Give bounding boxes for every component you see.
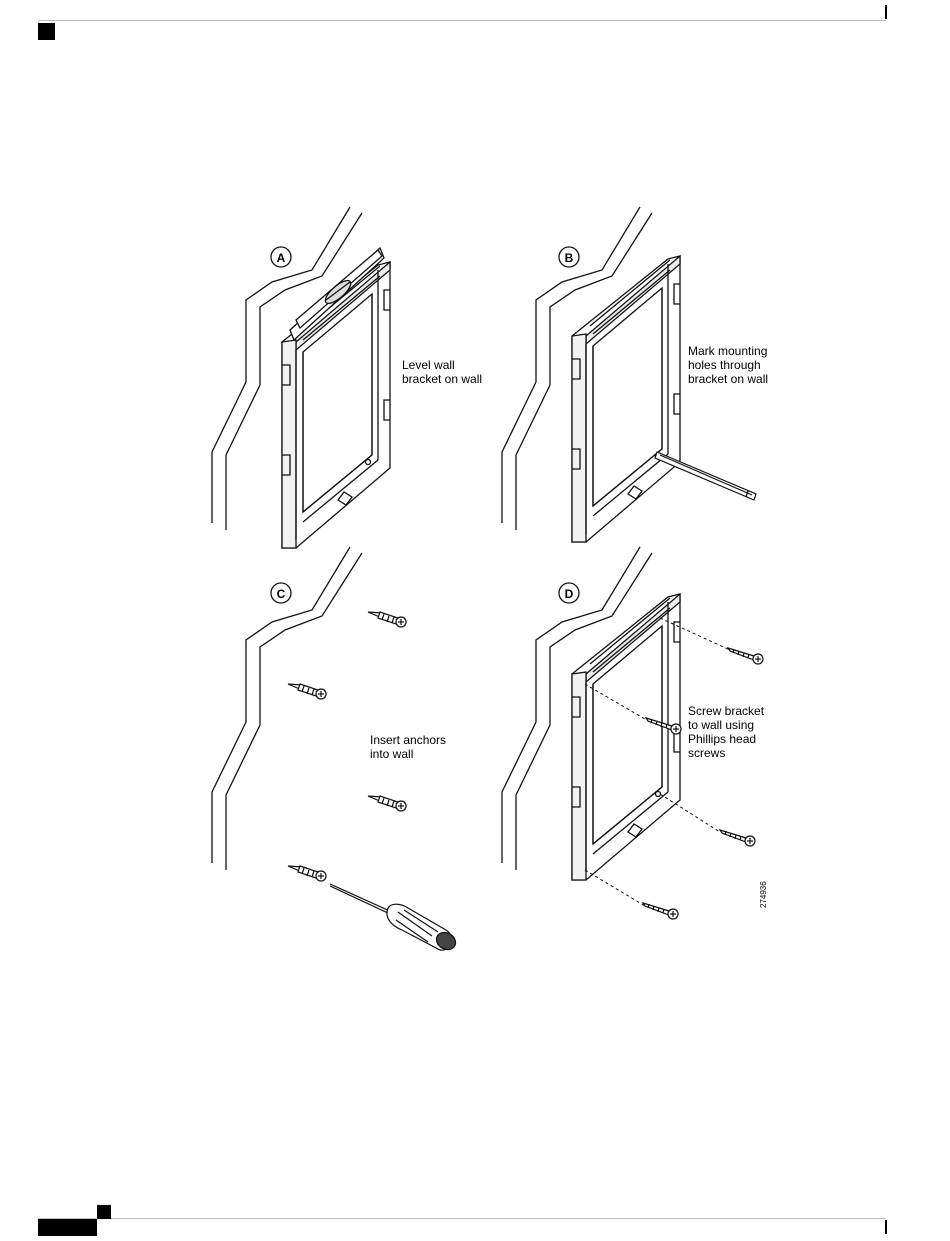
screw-4 [643, 903, 678, 919]
panel-d-caption-line-3: Phillips head [688, 732, 756, 746]
panel-b-caption-line-1: Mark mounting [688, 344, 767, 358]
panel-b-letter: B [565, 251, 574, 265]
screw-1 [728, 648, 763, 664]
footer-corner-bar [38, 1219, 97, 1236]
panel-d-letter: D [565, 587, 574, 601]
anchor-4 [288, 866, 326, 881]
screwdriver [330, 884, 459, 953]
panel-d: D Screw bracket to wall using Phillips h… [502, 547, 765, 919]
panel-a: A Level wall bracket on wall [212, 207, 482, 548]
figure-id: 274936 [759, 881, 768, 908]
panel-a-letter: A [277, 251, 286, 265]
panel-b: B Mark mounting holes through bracket on… [502, 207, 768, 542]
panel-b-caption-line-2: holes through [688, 358, 761, 372]
screw-3 [720, 830, 755, 846]
panel-d-caption-line-1: Screw bracket [688, 704, 765, 718]
panel-a-caption-line-2: bracket on wall [402, 372, 482, 386]
panel-a-caption-line-1: Level wall [402, 358, 455, 372]
footer-rule [38, 1218, 886, 1219]
wall-bracket-a [282, 262, 390, 548]
panel-c-caption-line-2: into wall [370, 747, 413, 761]
pencil [655, 452, 756, 500]
anchor-3 [368, 796, 406, 811]
anchor-1 [368, 612, 406, 627]
panel-b-caption-line-3: bracket on wall [688, 372, 768, 386]
footer-corner-square [97, 1205, 111, 1219]
panel-d-caption-line-2: to wall using [688, 718, 754, 732]
footer-tick-mark [885, 1220, 887, 1234]
panel-d-caption-line-4: screws [688, 746, 725, 760]
wall-bracket-d [572, 594, 680, 880]
panel-c-caption-line-1: Insert anchors [370, 733, 446, 747]
panel-c-letter: C [277, 587, 286, 601]
panel-c: C Insert anchors into wall [212, 547, 459, 953]
anchor-2 [288, 684, 326, 699]
wall-bracket-b [572, 256, 680, 542]
